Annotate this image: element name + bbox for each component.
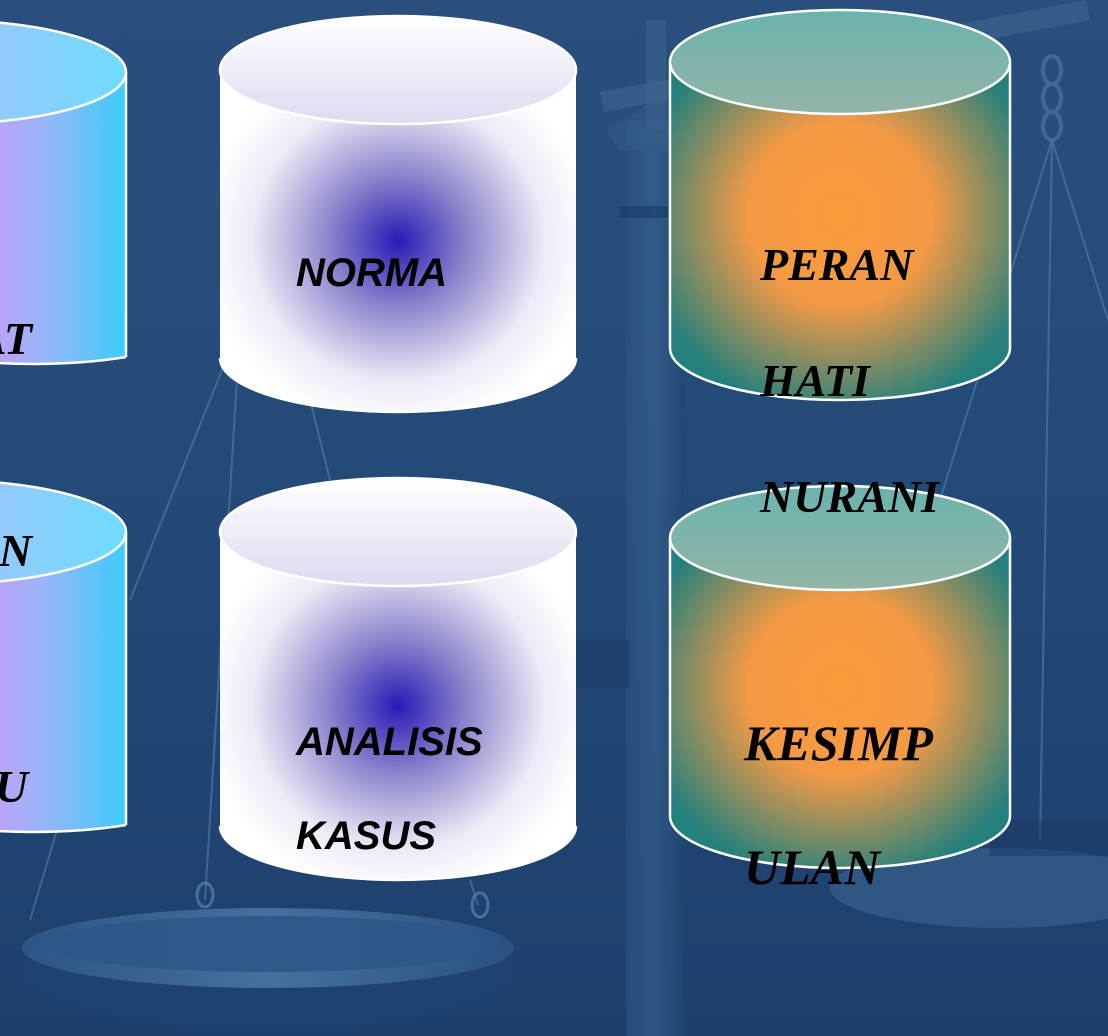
cylinder-bottom-right <box>668 484 1012 870</box>
left-pan-hooks <box>195 881 490 919</box>
cylinder-bottom-middle-label: ANALISIS KASUS <box>296 672 483 907</box>
cylinder-top-right-label: PERAN HATI NURANI <box>760 178 939 584</box>
right-pan <box>830 820 1108 928</box>
cylinder-top-left-line-2: N <box>0 525 32 576</box>
cylinder-top-left <box>0 21 128 366</box>
cylinder-bottom-left <box>0 481 128 834</box>
cylinder-bottom-right-line-2: ULAN <box>744 839 881 895</box>
cylinder-top-left-line-1: AT <box>0 313 32 364</box>
cylinder-bottom-left-line-1: U <box>0 758 28 816</box>
scale-cross-bar <box>620 206 668 218</box>
cylinder-bottom-right-line-1: KESIMP <box>744 715 933 771</box>
cylinder-bottom-middle-line-1: ANALISIS <box>296 720 483 764</box>
cylinder-bottom-middle <box>218 476 578 882</box>
left-pan <box>22 906 514 1030</box>
cylinder-top-middle-line-1: NORMA <box>296 251 448 295</box>
cylinder-bottom-left-label: U <box>0 700 28 874</box>
cylinder-bottom-middle-line-2: KASUS <box>296 814 437 858</box>
cylinder-top-left-label: AT N <box>0 180 32 710</box>
cylinder-top-right-line-2: HATI <box>760 355 870 406</box>
cylinder-bottom-right-label: KESIMP ULAN <box>744 650 933 960</box>
cylinder-top-middle <box>218 14 578 414</box>
cylinder-top-middle-label: NORMA <box>296 203 447 344</box>
right-chain <box>1041 54 1063 142</box>
cylinder-top-right <box>668 8 1012 402</box>
cylinder-top-right-line-1: PERAN <box>760 239 914 290</box>
cylinder-top-right-line-3: NURANI <box>760 471 939 522</box>
